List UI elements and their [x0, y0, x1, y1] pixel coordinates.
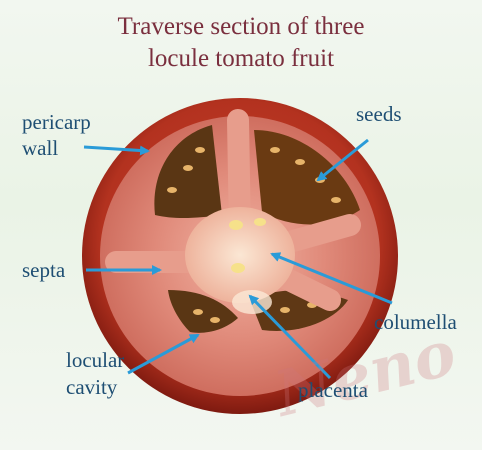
title-line-1: Traverse section of three — [0, 12, 482, 42]
title-line-2: locule tomato fruit — [0, 44, 482, 74]
label-cavity: cavity — [66, 375, 117, 399]
label-placenta: placenta — [298, 378, 368, 402]
label-seeds: seeds — [356, 102, 402, 126]
core-seed — [229, 220, 243, 230]
core-seed — [231, 263, 245, 273]
label-septa: septa — [22, 258, 65, 282]
core-seed — [254, 218, 266, 226]
label-columella: columella — [374, 310, 457, 334]
label-locular: locular — [66, 348, 124, 372]
label-wall: wall — [22, 136, 58, 160]
label-pericarp: pericarp — [22, 110, 91, 134]
